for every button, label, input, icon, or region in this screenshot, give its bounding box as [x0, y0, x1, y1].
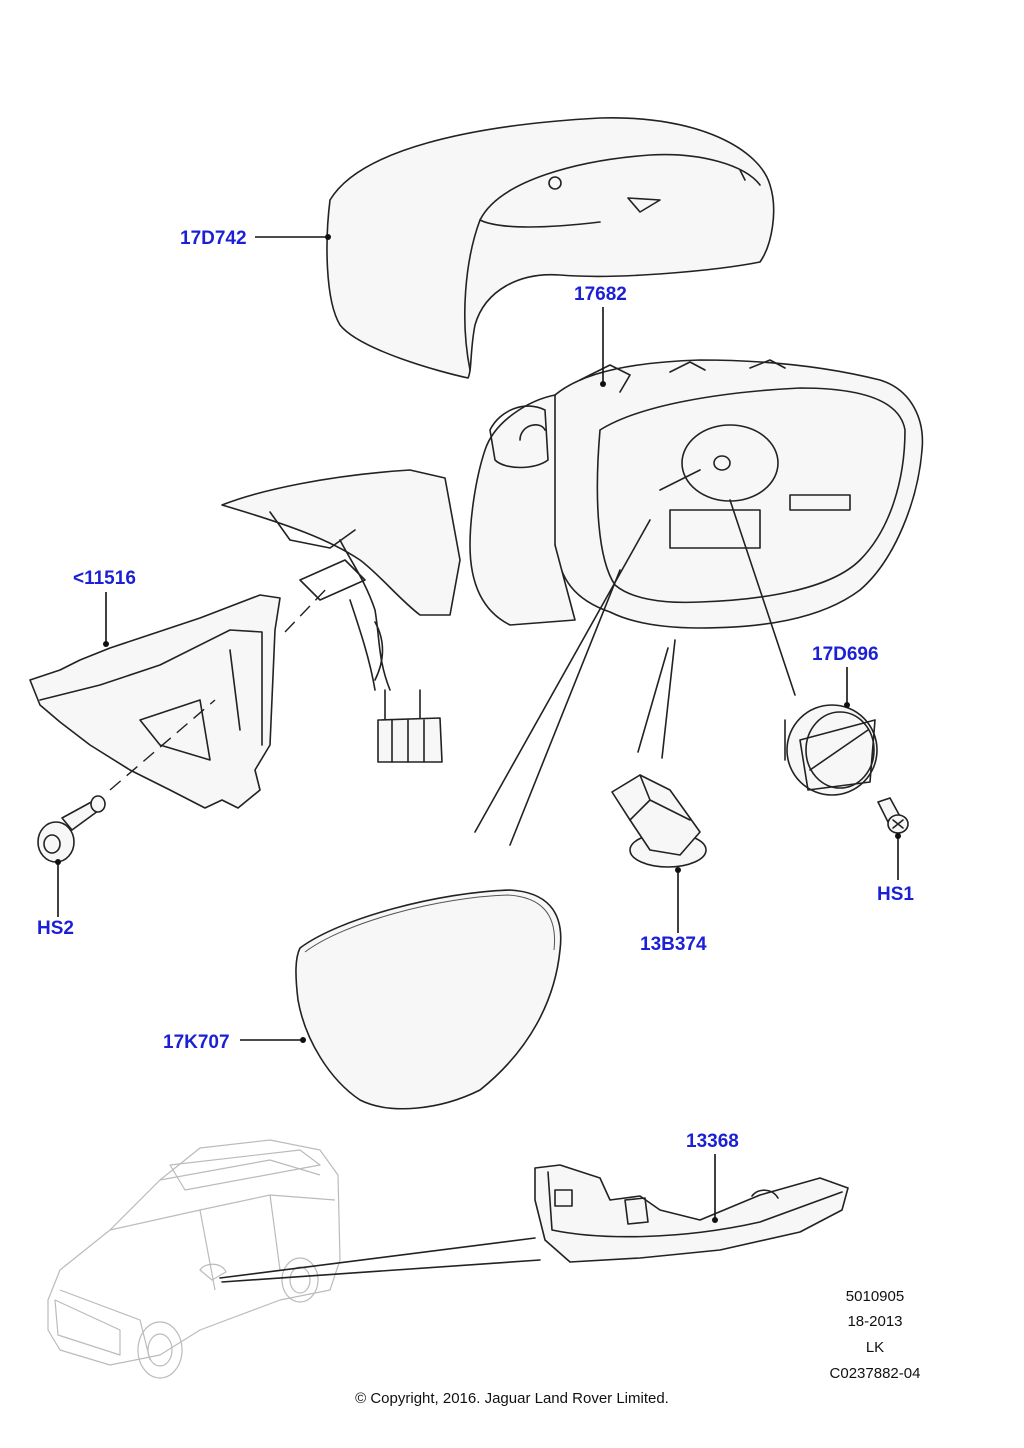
- label-hs1[interactable]: HS1: [877, 884, 914, 905]
- explode-line-lamp-a: [637, 647, 669, 753]
- label-13368[interactable]: 13368: [686, 1131, 739, 1152]
- lamp-bulb-part: [611, 774, 707, 868]
- explode-line-glass-b: [509, 569, 621, 846]
- leader-lamp: [675, 867, 681, 933]
- mirror-motor-part: [784, 704, 878, 796]
- reference-initials: LK: [865, 1339, 885, 1356]
- mirror-housing-part: [469, 359, 924, 629]
- leader-housing: [600, 307, 606, 387]
- leader-hs1: [895, 833, 901, 880]
- location-line-b: [221, 1259, 541, 1283]
- leader-glass: [240, 1037, 306, 1043]
- reference-code: C0237882-04: [829, 1365, 921, 1382]
- explode-line-motor: [729, 499, 796, 696]
- vehicle-outline: [47, 1139, 341, 1379]
- explode-line-lamp-b: [661, 639, 676, 759]
- label-17d696[interactable]: 17D696: [812, 644, 879, 665]
- label-hs2[interactable]: HS2: [37, 918, 74, 939]
- assembly-line-bolt: [109, 699, 216, 791]
- leader-bracket: [103, 592, 109, 647]
- leader-cover: [255, 234, 331, 240]
- indicator-part: [534, 1164, 849, 1263]
- leader-hs2: [55, 859, 61, 917]
- explode-line-glass-a: [474, 519, 651, 833]
- reference-number: 5010905: [845, 1288, 905, 1305]
- leader-motor: [844, 667, 850, 708]
- leader-indicator: [712, 1154, 718, 1223]
- assembly-line-bracket: [284, 584, 331, 633]
- wiring-frame-part: [221, 469, 461, 763]
- reference-date: 18-2013: [847, 1313, 903, 1330]
- mounting-bracket-part: [29, 594, 281, 809]
- label-17k707[interactable]: 17K707: [163, 1032, 230, 1053]
- copyright-notice: © Copyright, 2016. Jaguar Land Rover Lim…: [355, 1390, 669, 1407]
- location-line-a: [219, 1237, 536, 1279]
- mirror-glass-part: [295, 889, 562, 1110]
- label-17682[interactable]: 17682: [574, 284, 627, 305]
- screw-hs1-part: [877, 797, 909, 834]
- bolt-hs2-part: [37, 795, 106, 863]
- mirror-cover-part: [326, 117, 775, 379]
- label-13b374[interactable]: 13B374: [640, 934, 707, 955]
- label-17d742[interactable]: 17D742: [180, 228, 247, 249]
- label-11516[interactable]: <11516: [73, 568, 136, 589]
